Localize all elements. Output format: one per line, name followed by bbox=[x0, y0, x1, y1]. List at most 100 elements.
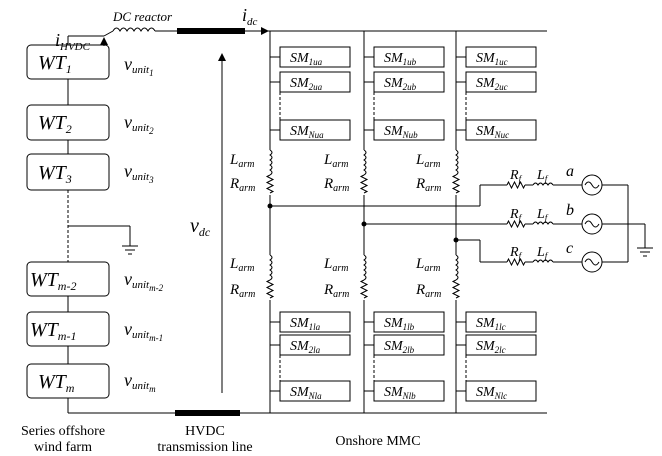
wt-2-box bbox=[26, 104, 110, 141]
sm-2ub: SM2ub bbox=[364, 71, 445, 93]
hvdc-caption-line-1: HVDC bbox=[185, 424, 225, 439]
sm-2uc: SM2uc bbox=[456, 71, 537, 93]
l-arm-b-upper: Larm bbox=[323, 152, 348, 170]
filter-resistor-b bbox=[506, 219, 526, 229]
wt-m-1-label: WTm-1 bbox=[30, 319, 76, 343]
sm-Nua-label: SMNua bbox=[290, 124, 324, 140]
hvdc-caption-line-2: transmission line bbox=[157, 440, 253, 455]
sm-1uc-label: SM1uc bbox=[476, 51, 508, 67]
unit-voltage-labels: vunit1 vunit2 vunit3 vunitm-2 vunitm-1 v… bbox=[124, 54, 164, 394]
wt-m-2-box bbox=[26, 261, 110, 297]
sm-2uc-label: SM2uc bbox=[476, 76, 508, 92]
sm-Nla: SMNla bbox=[270, 380, 351, 402]
ac-branch-c: Rf Lf c bbox=[480, 240, 628, 273]
sm-Nub-label: SMNub bbox=[384, 124, 418, 140]
l-arm-a-upper: Larm bbox=[229, 152, 254, 170]
r-arm-c-lower: Rarm bbox=[415, 282, 441, 300]
sm-1lc-label: SM1lc bbox=[476, 316, 506, 332]
v-unit-m-1: vunitm-1 bbox=[124, 319, 163, 343]
sm-1uc: SM1uc bbox=[456, 46, 537, 68]
sm-1lb: SM1lb bbox=[364, 311, 445, 333]
phase-label-c: c bbox=[566, 240, 573, 257]
r-arm-a-upper: Rarm bbox=[229, 176, 255, 194]
sm-Nua: SMNua bbox=[270, 119, 351, 141]
r-arm-a-lower: Rarm bbox=[229, 282, 255, 300]
l-arm-c-upper: Larm bbox=[415, 152, 440, 170]
filter-inductor-b bbox=[532, 221, 554, 225]
filter-resistor-a bbox=[506, 180, 526, 190]
wt-3-box bbox=[26, 153, 110, 191]
i-hvdc-label: iHVDC bbox=[55, 30, 91, 53]
sm-Nla-label: SMNla bbox=[290, 385, 322, 401]
r-arm-b-lower: Rarm bbox=[323, 282, 349, 300]
mmc-legs: SM1uaSM2uaSMNuaSM1laSM2laSMNlaLarmRarmLa… bbox=[229, 31, 537, 413]
phase-label-b: b bbox=[566, 202, 574, 219]
v-unit-1: vunit1 bbox=[124, 54, 154, 78]
l-f-label-a: Lf bbox=[536, 168, 549, 184]
wind-turbine-boxes bbox=[26, 44, 110, 399]
ac-branch-a: Rf Lf a bbox=[480, 163, 628, 196]
sm-1la-label: SM1la bbox=[290, 316, 321, 332]
r-arm-c-upper: Rarm bbox=[415, 176, 441, 194]
wt-1-label: WT1 bbox=[38, 52, 72, 76]
sm-2ua: SM2ua bbox=[270, 71, 351, 93]
v-unit-m-2: vunitm-2 bbox=[124, 269, 164, 293]
wind-farm-caption-line-1: Series offshore bbox=[20, 424, 106, 439]
r-f-label-c: Rf bbox=[509, 245, 523, 261]
l-arm-c-lower: Larm bbox=[415, 256, 440, 274]
sm-2lc: SM2lc bbox=[456, 334, 537, 356]
r-arm-b-upper: Rarm bbox=[323, 176, 349, 194]
dc-reactor-label: DC reactor bbox=[112, 9, 173, 24]
l-f-label-c: Lf bbox=[536, 245, 549, 261]
dc-positive-line bbox=[68, 27, 547, 37]
sm-Nuc-label: SMNuc bbox=[476, 124, 509, 140]
l-arm-a-lower: Larm bbox=[229, 256, 254, 274]
wt-m-label: WTm bbox=[38, 371, 75, 395]
phase-label-a: a bbox=[566, 163, 574, 180]
sm-Nlc: SMNlc bbox=[456, 380, 537, 402]
sm-2la: SM2la bbox=[270, 334, 351, 356]
sm-Nlc-label: SMNlc bbox=[476, 385, 507, 401]
hvdc-line-caption: HVDC transmission line bbox=[140, 424, 270, 456]
sm-1ub: SM1ub bbox=[364, 46, 445, 68]
wt-1-box bbox=[26, 44, 110, 80]
sm-1ua: SM1ua bbox=[270, 46, 351, 68]
wt-m-1-box bbox=[26, 311, 110, 347]
sm-1ub-label: SM1ub bbox=[384, 51, 417, 67]
sm-Nub: SMNub bbox=[364, 119, 445, 141]
sm-Nlb-label: SMNlb bbox=[384, 385, 416, 401]
sm-2lb-label: SM2lb bbox=[384, 339, 415, 355]
phase-connections bbox=[267, 185, 481, 262]
ac-neutral bbox=[627, 185, 653, 262]
wt-labels: WT1 WT2 WT3 WTm-2 WTm-1 WTm bbox=[30, 52, 76, 395]
l-f-label-b: Lf bbox=[536, 207, 549, 223]
v-unit-m: vunitm bbox=[124, 370, 156, 394]
sm-2lb: SM2lb bbox=[364, 334, 445, 356]
sm-Nuc: SMNuc bbox=[456, 119, 537, 141]
sm-Nlb: SMNlb bbox=[364, 380, 445, 402]
wt-2-label: WT2 bbox=[38, 112, 72, 136]
mmc-caption: Onshore MMC bbox=[335, 434, 421, 449]
filter-inductor-c bbox=[532, 259, 554, 263]
wt-m-2-label: WTm-2 bbox=[30, 269, 76, 293]
wind-farm-string bbox=[67, 36, 138, 413]
sm-2ub-label: SM2ub bbox=[384, 76, 417, 92]
r-f-label-b: Rf bbox=[509, 207, 523, 223]
ac-branch-b: Rf Lf b bbox=[480, 202, 628, 235]
sm-2lc-label: SM2lc bbox=[476, 339, 506, 355]
sm-1lc: SM1lc bbox=[456, 311, 537, 333]
wt-3-label: WT3 bbox=[38, 162, 72, 186]
filter-resistor-c bbox=[506, 257, 526, 267]
sm-1lb-label: SM1lb bbox=[384, 316, 415, 332]
wt-m-box bbox=[26, 363, 110, 399]
sm-1ua-label: SM1ua bbox=[290, 51, 323, 67]
sm-2ua-label: SM2ua bbox=[290, 76, 323, 92]
wind-farm-caption: Series offshore wind farm bbox=[2, 424, 124, 456]
i-dc-label: idc bbox=[242, 5, 258, 28]
v-dc-label: vdc bbox=[190, 215, 211, 239]
r-f-label-a: Rf bbox=[509, 168, 523, 184]
filter-inductor-a bbox=[532, 182, 554, 186]
v-unit-3: vunit3 bbox=[124, 161, 154, 185]
